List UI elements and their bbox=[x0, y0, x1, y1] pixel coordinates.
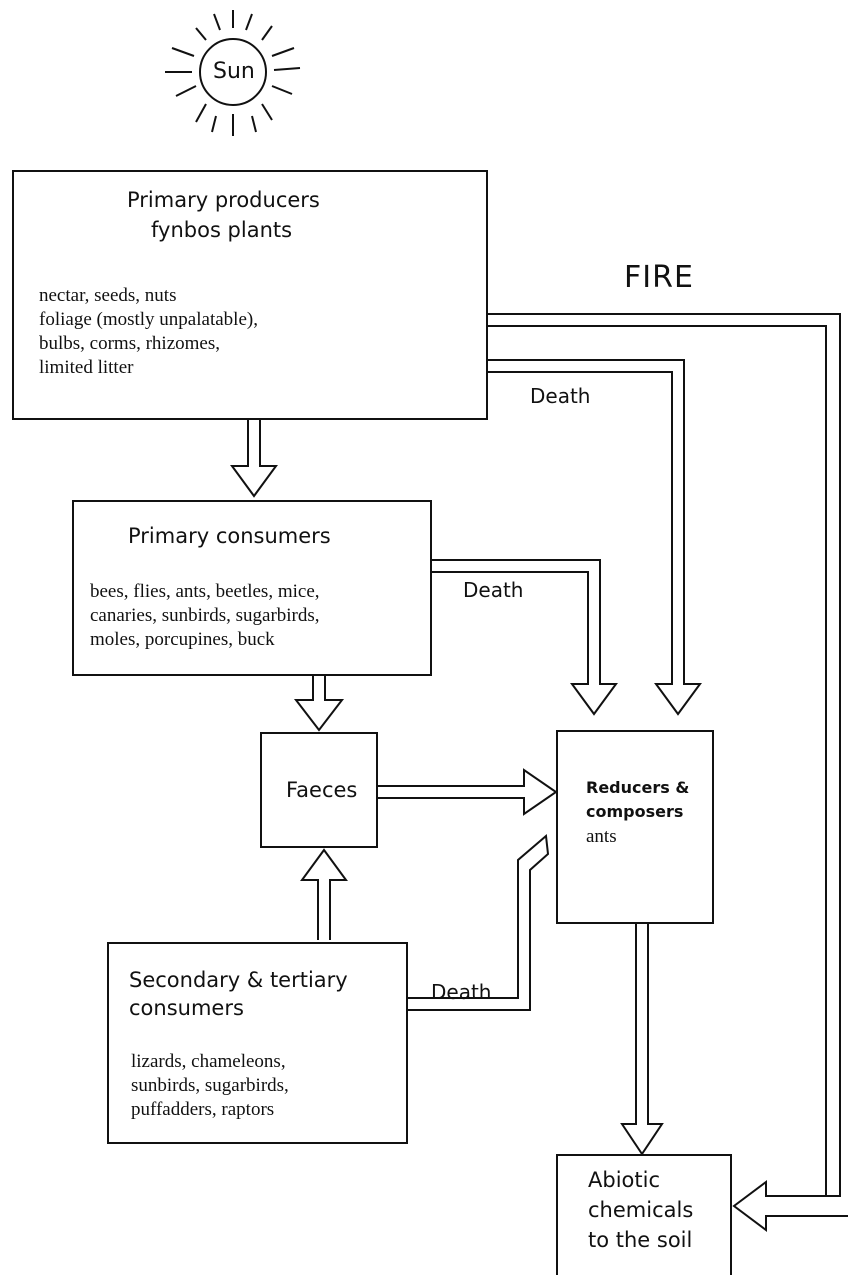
arrow-primary-death bbox=[432, 559, 618, 716]
producers-item: bulbs, corms, rhizomes, bbox=[39, 333, 221, 354]
secondary-item: lizards, chameleons, bbox=[131, 1051, 286, 1072]
secondary-title-line2: consumers bbox=[129, 996, 244, 1020]
primary-consumers-box: Primary consumers bees, flies, ants, bee… bbox=[72, 500, 432, 676]
arrow-secondary-to-faeces bbox=[300, 848, 348, 940]
sun-label: Sun bbox=[213, 59, 255, 84]
secondary-item: sunbirds, sugarbirds, bbox=[131, 1075, 289, 1096]
producers-item: nectar, seeds, nuts bbox=[39, 285, 177, 306]
reducers-title-line2: composers bbox=[586, 802, 684, 821]
arrow-consumers-to-faeces bbox=[293, 676, 345, 732]
arrow-fire-to-abiotic bbox=[488, 313, 848, 1232]
primary-producers-box: Primary producers fynbos plants nectar, … bbox=[12, 170, 488, 420]
producers-title: Primary producers bbox=[127, 188, 320, 212]
arrow-reducers-to-abiotic bbox=[620, 924, 664, 1156]
arrow-producers-death bbox=[488, 359, 702, 716]
death-label-secondary: Death bbox=[431, 980, 492, 1004]
primary-consumers-item: moles, porcupines, buck bbox=[90, 629, 275, 650]
reducers-box: Reducers & composers ants bbox=[556, 730, 714, 924]
primary-consumers-item: canaries, sunbirds, sugarbirds, bbox=[90, 605, 320, 626]
faeces-box: Faeces bbox=[260, 732, 378, 848]
abiotic-box: Abiotic chemicals to the soil bbox=[556, 1154, 732, 1275]
arrow-producers-to-consumers bbox=[230, 420, 278, 498]
primary-consumers-title: Primary consumers bbox=[128, 524, 331, 548]
producers-item: limited litter bbox=[39, 357, 134, 378]
producers-subtitle: fynbos plants bbox=[151, 218, 293, 242]
secondary-consumers-box: Secondary & tertiary consumers lizards, … bbox=[107, 942, 408, 1144]
arrow-faeces-to-reducers bbox=[378, 768, 558, 816]
fire-label: FIRE bbox=[624, 260, 694, 295]
reducers-sub: ants bbox=[586, 826, 617, 847]
abiotic-line: Abiotic bbox=[588, 1168, 660, 1192]
abiotic-line: chemicals bbox=[588, 1198, 694, 1222]
reducers-title: Reducers & bbox=[586, 778, 690, 797]
secondary-title: Secondary & tertiary bbox=[129, 968, 348, 992]
secondary-item: puffadders, raptors bbox=[131, 1099, 275, 1120]
sun-icon bbox=[165, 10, 301, 136]
arrow-secondary-death bbox=[408, 834, 550, 1011]
faeces-label: Faeces bbox=[286, 778, 358, 802]
abiotic-line: to the soil bbox=[588, 1228, 693, 1252]
death-label-producers: Death bbox=[530, 384, 591, 408]
producers-item: foliage (mostly unpalatable), bbox=[39, 309, 258, 330]
death-label-primary: Death bbox=[463, 578, 524, 602]
primary-consumers-item: bees, flies, ants, beetles, mice, bbox=[90, 581, 320, 602]
